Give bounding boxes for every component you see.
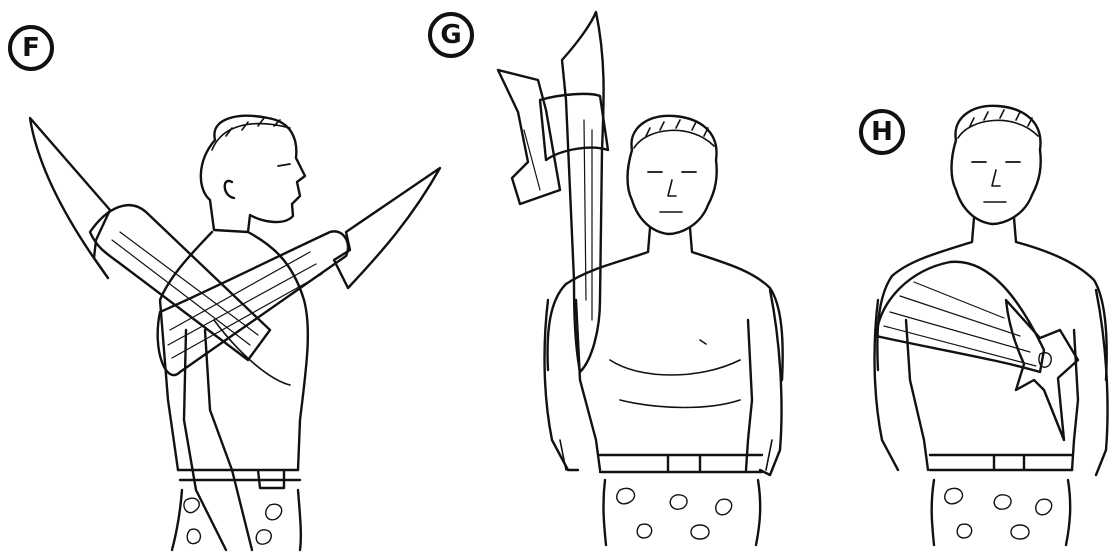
panel-f-eye — [278, 164, 290, 166]
panel-g-bandage-hatch — [524, 120, 592, 320]
panel-f-figure — [30, 116, 440, 550]
panel-g-nose-mouth — [660, 180, 682, 212]
panel-h-right-arm — [1072, 290, 1108, 475]
panel-h-figure — [875, 106, 1108, 545]
panel-f-camo — [184, 498, 282, 544]
panel-g-bandage-left-flap — [498, 70, 560, 204]
panel-h-trousers — [930, 455, 1072, 545]
panel-label-f: F — [8, 25, 54, 71]
panel-g-right-arm — [746, 290, 782, 475]
panel-f-ear — [225, 181, 234, 198]
panel-h-knot-detail — [1039, 353, 1051, 368]
panel-h-left-arm — [875, 300, 928, 470]
panel-label-h: H — [859, 109, 905, 155]
panel-h-camo — [945, 488, 1052, 539]
panel-g-camo — [617, 488, 732, 539]
panel-f-torso — [160, 232, 308, 470]
panel-h-nose-mouth — [984, 170, 1006, 202]
panel-f-hair — [212, 118, 290, 150]
panel-g-trousers — [600, 455, 762, 545]
panel-g-bandage-tall — [562, 12, 604, 372]
panel-g-head — [628, 116, 717, 234]
panel-h-bandage-cap — [876, 262, 1044, 372]
panel-g-torso — [548, 228, 783, 380]
panel-f-head — [201, 116, 305, 232]
panel-h-head — [952, 106, 1041, 224]
panel-f-bandage-right-tail — [334, 168, 440, 288]
panel-f-bandage-left-tail — [30, 118, 110, 278]
panel-label-g: G — [428, 12, 474, 58]
panel-g-figure — [498, 12, 783, 545]
panel-g-bandage-fold — [540, 94, 608, 160]
panel-g-chest — [610, 340, 740, 408]
panel-g-left-arm — [545, 300, 600, 470]
panel-f-back-line — [214, 320, 290, 385]
panel-f-bandage-band-a — [90, 205, 270, 360]
panel-h-bandage-knot — [1006, 300, 1078, 440]
panel-h-torso — [877, 218, 1106, 380]
